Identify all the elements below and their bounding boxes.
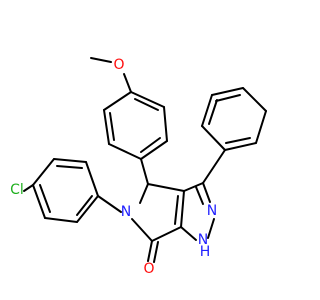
lactam-nitrogen-label: N — [121, 204, 131, 220]
bond-cl — [23, 184, 34, 192]
pyrazole-hydrogen-label: H — [200, 244, 211, 260]
bond-carbonyl — [147, 240, 153, 262]
bond-phenyl-c3 — [202, 149, 226, 184]
bond-methyl-o — [90, 57, 112, 63]
molecule-diagram: O Cl N N N H O — [10, 57, 267, 277]
pyrazole-nitrogen-label: N — [207, 203, 217, 219]
pyrrolone-ring — [131, 183, 185, 242]
pyrazole-ring — [180, 182, 215, 241]
chlorophenyl-ring — [32, 158, 99, 223]
bond-n-aryl — [97, 195, 122, 213]
bond-carbonyl-2 — [153, 241, 159, 263]
methoxyphenyl-ring — [103, 91, 168, 160]
methoxy-oxygen-label: O — [113, 57, 124, 73]
bond-c4-aryl — [140, 158, 149, 185]
chlorine-label: Cl — [10, 182, 24, 198]
phenyl-ring — [201, 87, 267, 151]
bond-o-aryl — [123, 73, 132, 93]
pyrazole-nh-nitrogen-label: N — [198, 232, 208, 248]
structure-canvas: O Cl N N N H O — [10, 57, 267, 277]
carbonyl-oxygen-label: O — [143, 261, 154, 277]
